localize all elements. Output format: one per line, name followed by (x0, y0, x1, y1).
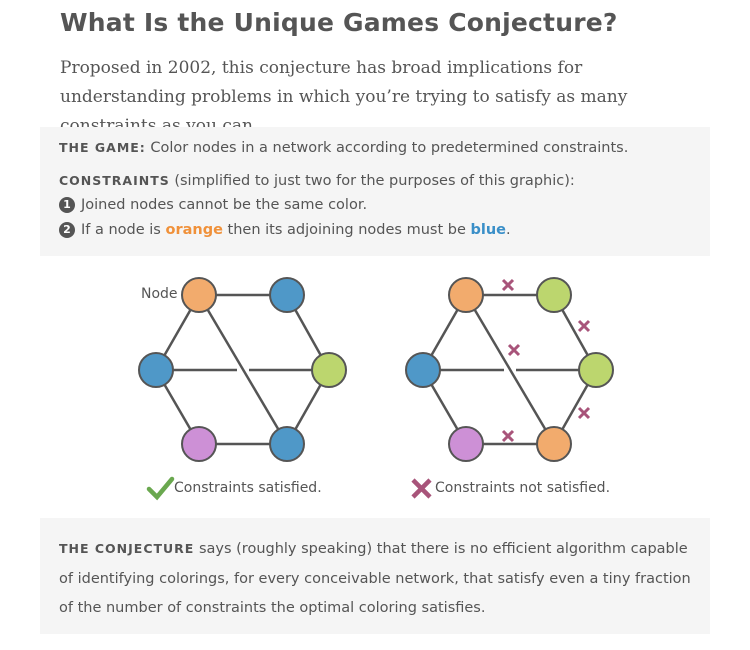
constraint-text: Joined nodes cannot be the same color. (81, 197, 368, 213)
edge (197, 294, 289, 445)
constraint-1: 1 Joined nodes cannot be the same color. (59, 197, 367, 213)
game-line: THE GAME: Color nodes in a network accor… (59, 140, 628, 156)
caption-not-satisfied: Constraints not satisfied. (435, 480, 611, 496)
constraint-text: then its adjoining nodes must be (222, 222, 471, 238)
conjecture-text: THE CONJECTURE says (roughly speaking) t… (59, 534, 699, 624)
page-title: What Is the Unique Games Conjecture? (60, 8, 618, 37)
check-icon (146, 476, 175, 501)
node-orange (448, 277, 484, 313)
node-green (536, 277, 572, 313)
number-badge-icon: 1 (59, 197, 75, 213)
node-label: Node (141, 286, 178, 302)
node-blue (138, 352, 174, 388)
constraints-text: (simplified to just two for the purposes… (169, 173, 575, 189)
constraints-label: CONSTRAINTS (59, 173, 170, 188)
caption-satisfied: Constraints satisfied. (174, 480, 322, 496)
conjecture-body: says (roughly speaking) that there is no… (59, 541, 691, 616)
node-orange (181, 277, 217, 313)
violation-cross-icon (501, 278, 515, 292)
node-purple (181, 426, 217, 462)
constraint-text: If a node is (81, 222, 166, 238)
node-blue (269, 277, 305, 313)
constraints-line: CONSTRAINTS (simplified to just two for … (59, 173, 575, 189)
conjecture-panel: THE CONJECTURE says (roughly speaking) t… (40, 518, 710, 634)
violation-cross-icon (577, 406, 591, 420)
orange-word: orange (165, 222, 223, 238)
node-blue (405, 352, 441, 388)
violation-cross-icon (577, 319, 591, 333)
constraint-2: 2 If a node is orange then its adjoining … (59, 222, 511, 238)
constraint-text: . (506, 222, 511, 238)
graph-diagrams (138, 277, 614, 501)
game-rules-panel: THE GAME: Color nodes in a network accor… (40, 127, 710, 256)
node-green (311, 352, 347, 388)
conjecture-label: THE CONJECTURE (59, 541, 195, 556)
number-badge-icon: 2 (59, 222, 75, 238)
edge (464, 294, 556, 445)
node-purple (448, 426, 484, 462)
violation-cross-icon (507, 343, 521, 357)
violation-cross-icon (501, 429, 515, 443)
cross-icon (411, 478, 432, 499)
node-blue (269, 426, 305, 462)
node-green (578, 352, 614, 388)
game-label: THE GAME: (59, 140, 146, 155)
game-text: Color nodes in a network according to pr… (145, 140, 629, 156)
node-orange (536, 426, 572, 462)
blue-word: blue (470, 222, 507, 238)
